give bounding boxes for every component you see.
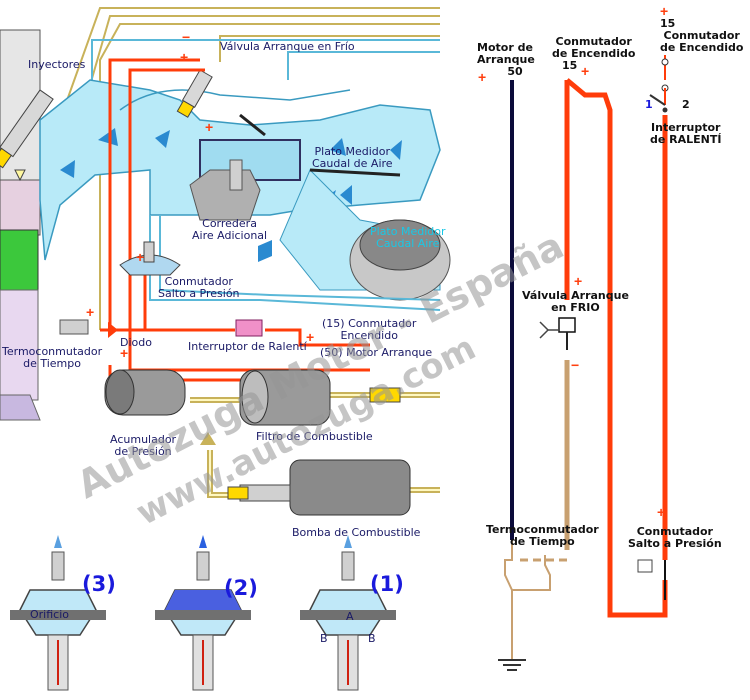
label-r-pressure-switch-line2: Salto a Presión (628, 537, 722, 550)
label-ignition-switch: (15) Conmutador Encendido (322, 318, 416, 342)
label-r-ignition-mid-terminal: 15 (562, 59, 578, 72)
label-r-ignition-right-line2: de Encendido (660, 41, 744, 54)
label-idle-switch: Interruptor de Ralentí (188, 340, 307, 353)
label-air-flow-plate-overlay-line2: Caudal Aire (376, 237, 440, 250)
label-accumulator-line1: Acumulador (110, 433, 177, 446)
label-air-flow-plate-line2: Caudal de Aire (312, 157, 393, 170)
label-r-thermo-switch-line2: de Tiempo (509, 535, 575, 548)
label-r-thermo-switch: Termoconmutador de Tiempo (486, 524, 599, 548)
label-cold-start-valve: Válvula Arranque en Frío (220, 40, 355, 53)
label-thermo-time-switch: Termoconmutador de Tiempo (2, 346, 102, 370)
engine-coolant (0, 229, 39, 291)
label-switch-pos-1: 1 (645, 98, 653, 111)
label-r-ignition-right: 15 Conmutador de Encendido (660, 18, 743, 54)
plus-mark: + (180, 49, 189, 65)
label-r-ignition-right-line1: Conmutador (663, 29, 740, 42)
label-r-starter-motor-line2: Arranque (477, 53, 535, 66)
plus-mark: + (574, 273, 583, 289)
valve-2 (155, 535, 251, 691)
label-thermo-time-switch-line2: de Tiempo (23, 357, 81, 370)
injector (0, 89, 54, 169)
valve-1-label-a: A (346, 610, 354, 623)
plus-mark: + (306, 329, 315, 345)
label-thermo-time-switch-line1: Termoconmutador (2, 345, 103, 358)
cold-start-valve (176, 69, 213, 118)
label-aux-air-slider-line1: Corredera (202, 217, 257, 230)
label-r-starter-motor-line1: Motor de (477, 41, 533, 54)
label-air-flow-plate: Plato Medidor Caudal de Aire (312, 146, 393, 170)
plus-mark: + (581, 63, 590, 79)
label-aux-air-slider-line2: Aire Adicional (192, 229, 268, 242)
label-air-flow-plate-overlay: Plato Medidor Caudal Aire (370, 226, 446, 250)
label-r-cold-valve-line1: Válvula Arranque (522, 289, 629, 302)
plus-mark: + (136, 249, 145, 265)
plus-mark: + (86, 304, 95, 320)
label-diode: Diodo (120, 336, 152, 349)
label-air-flow-plate-overlay-line1: Plato Medidor (370, 225, 446, 238)
label-accumulator: Acumulador de Presión (110, 434, 176, 458)
label-r-idle-switch-line1: Interruptor (651, 121, 721, 134)
label-pressure-switch-line2: Salto a Presión (158, 287, 240, 300)
label-starter-motor: (50) Motor Arranque (320, 346, 433, 359)
label-pressure-switch-line1: Conmutador (164, 275, 233, 288)
plus-mark: + (120, 345, 129, 361)
label-r-thermo-switch-line1: Termoconmutador (486, 523, 599, 536)
valve-3 (10, 535, 106, 691)
valve-2-number: (2) (224, 576, 258, 600)
label-r-idle-switch: Interruptor de RALENTÍ (650, 122, 721, 146)
label-r-cold-valve-line2: en FRIO (551, 301, 600, 314)
label-accumulator-line2: de Presión (114, 445, 172, 458)
label-ignition-switch-line1: (15) Conmutador (322, 317, 417, 330)
label-r-ignition-mid-line2: de Encendido (552, 47, 636, 60)
valve-1-label-b-right: B (368, 632, 376, 645)
valve-1-number: (1) (370, 572, 404, 596)
minus-mark: − (182, 29, 191, 45)
label-ignition-switch-line2: Encendido (340, 329, 398, 342)
label-aux-air-slider: Corredera Aire Adicional (192, 218, 267, 242)
label-r-ignition-right-terminal: 15 (660, 17, 676, 30)
label-r-starter-motor-terminal: 50 (507, 65, 523, 78)
label-r-ignition-mid: Conmutador de Encendido 15 (552, 36, 635, 72)
label-r-pressure-switch: Conmutador Salto a Presión (628, 526, 722, 550)
plus-mark: + (478, 69, 487, 85)
engine-piston (0, 179, 41, 236)
label-fuel-pump: Bomba de Combustible (292, 526, 421, 539)
label-r-pressure-switch-line1: Conmutador (636, 525, 713, 538)
label-r-ignition-mid-line1: Conmutador (555, 35, 632, 48)
plus-mark: + (205, 119, 214, 135)
valve-1 (300, 535, 396, 691)
minus-mark: − (571, 357, 580, 373)
valve-3-number: (3) (82, 572, 116, 596)
label-injectors: Inyectores (28, 58, 86, 71)
label-r-starter-motor: Motor de Arranque 50 (477, 41, 535, 78)
valve-3-orifice-label: Orificio (30, 608, 69, 621)
label-switch-pos-2: 2 (682, 98, 690, 111)
plus-mark: + (657, 504, 666, 520)
plus-mark: + (660, 3, 669, 19)
label-air-flow-plate-line1: Plato Medidor (314, 145, 391, 158)
label-fuel-filter: Filtro de Combustible (256, 430, 373, 443)
label-r-idle-switch-line2: de RALENTÍ (650, 133, 722, 146)
label-pressure-switch: Conmutador Salto a Presión (158, 276, 240, 300)
valve-1-label-b-left: B (320, 632, 328, 645)
label-r-cold-valve: Válvula Arranque en FRIO (522, 290, 629, 314)
